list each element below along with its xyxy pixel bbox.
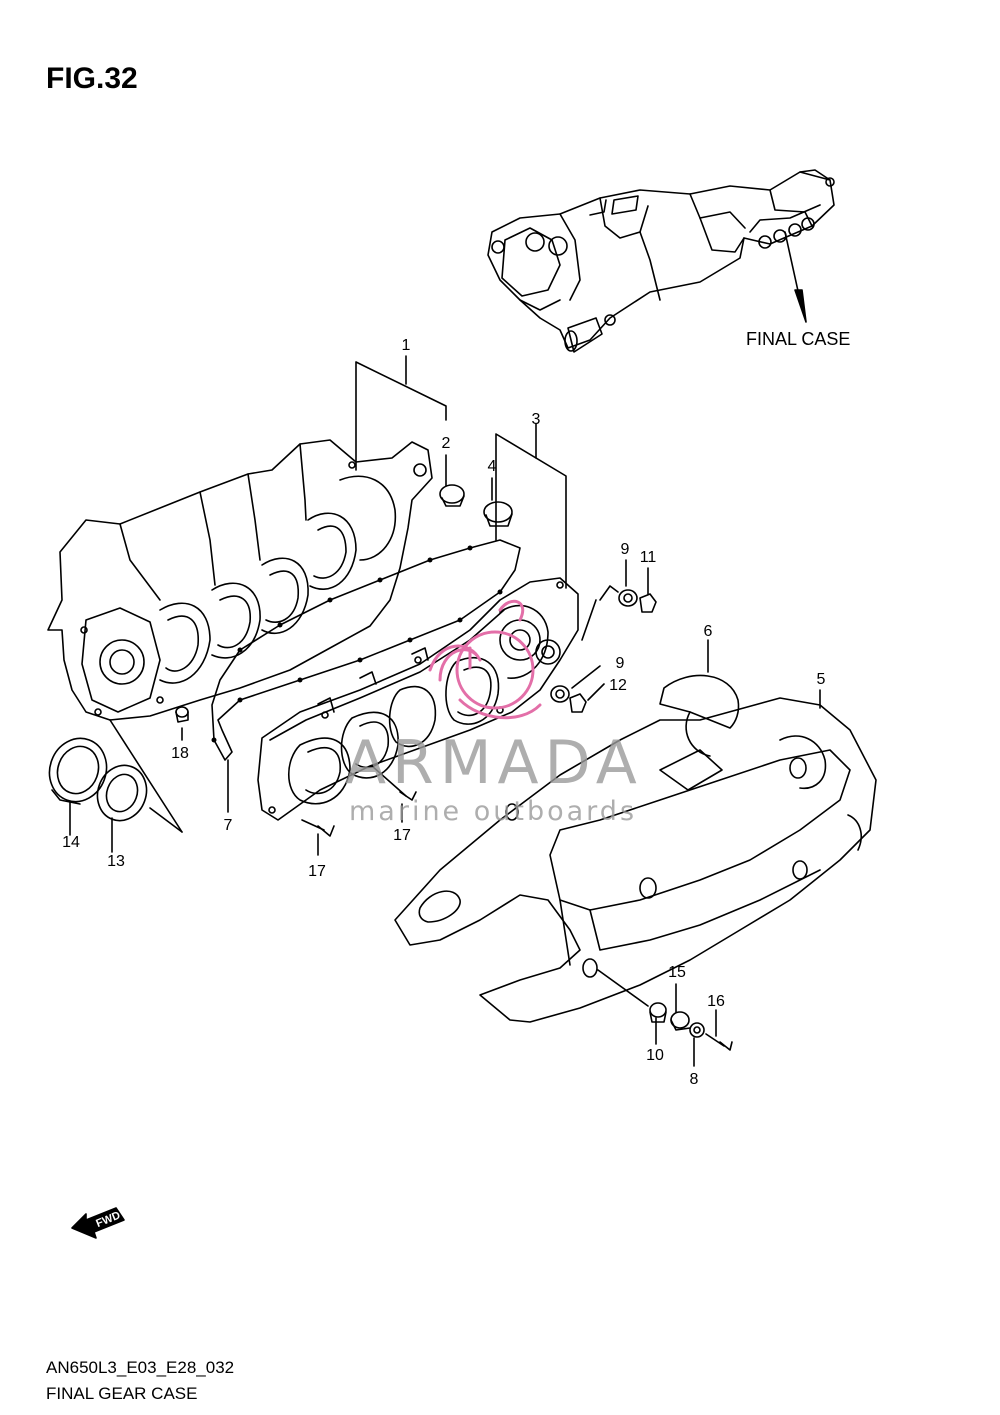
- watermark-tagline: marine outboards: [349, 796, 638, 827]
- final-case-assembly: [487, 169, 835, 353]
- callout-3: 3: [531, 411, 541, 428]
- nut-11: [639, 593, 657, 613]
- callout-7: 7: [223, 817, 233, 834]
- chain-case-cover: [394, 697, 877, 1023]
- gear-case-cover: [257, 577, 579, 821]
- gear-case-housing: [47, 439, 433, 721]
- callout-8: 8: [689, 1071, 699, 1088]
- callout-10: 10: [646, 1047, 664, 1064]
- pointer-line-14: [109, 719, 183, 833]
- callout-5: 5: [816, 671, 826, 688]
- bracket-3: [495, 433, 567, 589]
- oil-seal-14: [48, 737, 108, 805]
- document-title: FINAL GEAR CASE: [46, 1384, 198, 1403]
- bolt-16: [705, 1033, 733, 1051]
- callout-11: 11: [639, 549, 657, 566]
- bolt-17-lower: [301, 819, 335, 837]
- washer-9-upper: [618, 589, 638, 607]
- callout-6: 6: [703, 623, 713, 640]
- bracket-1: [355, 361, 447, 471]
- bearing-13: [96, 764, 148, 822]
- callout-14: 14: [62, 834, 80, 851]
- callout-1: 1: [401, 337, 411, 354]
- callout-17-lower: 17: [308, 863, 326, 880]
- callout-9-upper: 9: [620, 541, 630, 558]
- washer-9-lower: [550, 685, 570, 703]
- bush-2: [439, 484, 465, 507]
- callout-4: 4: [487, 458, 497, 475]
- cushion-15: [670, 1011, 691, 1031]
- dowel-pin-18: [175, 706, 189, 723]
- final-case-pointer: [784, 231, 801, 301]
- dust-cover-6: [659, 674, 740, 729]
- callout-2: 2: [441, 435, 451, 452]
- callout-16: 16: [707, 993, 725, 1010]
- watermark-brand: ARMADA: [345, 728, 643, 798]
- document-code: AN650L3_E03_E28_032: [46, 1358, 235, 1377]
- bush-4: [483, 501, 513, 527]
- callout-12: 12: [609, 677, 627, 694]
- callout-9-lower: 9: [615, 655, 625, 672]
- callout-17-upper: 17: [393, 827, 411, 844]
- figure-title: FIG.32: [46, 62, 138, 95]
- callout-13: 13: [107, 853, 125, 870]
- bush-10: [649, 1002, 667, 1023]
- nut-12: [569, 693, 587, 713]
- washer-8: [689, 1022, 705, 1038]
- callout-18: 18: [171, 745, 189, 762]
- pointer-line-10: [597, 969, 649, 1007]
- fwd-arrow-icon: FWD: [71, 1207, 125, 1239]
- callout-15: 15: [668, 964, 686, 981]
- bolt-17-upper: [371, 765, 417, 801]
- final-case-label: FINAL CASE: [746, 329, 851, 349]
- watermark-logo: [428, 599, 542, 720]
